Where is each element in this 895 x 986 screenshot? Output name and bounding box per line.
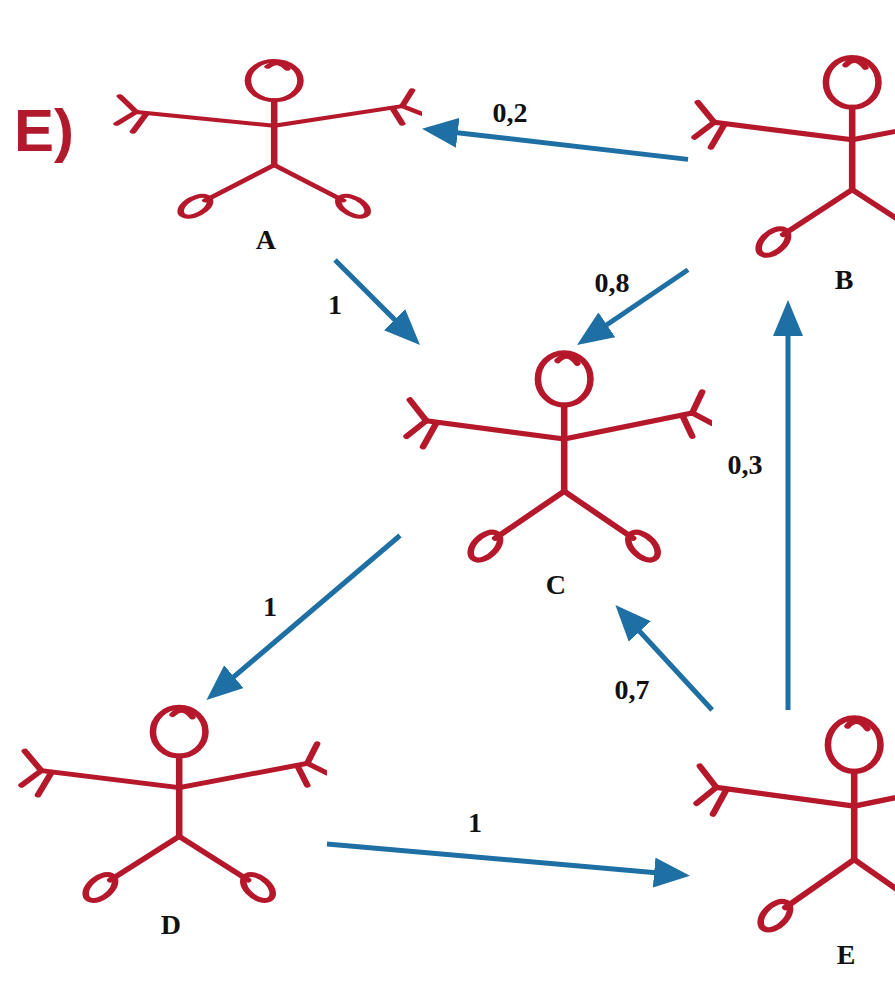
edge-weight: 0,2	[491, 98, 530, 128]
edge-weight: 0,3	[726, 450, 765, 480]
stick-figure	[400, 345, 712, 567]
person-node: A	[110, 55, 422, 260]
node-label: D	[15, 907, 327, 945]
node-label: B	[688, 262, 895, 300]
arrow-connector	[222, 536, 400, 688]
person-node: B	[688, 50, 895, 300]
edge-weight: 0,8	[593, 268, 632, 298]
edge-weight: 0,7	[613, 675, 652, 705]
person-node: C	[400, 345, 712, 605]
stick-figure	[15, 700, 327, 907]
arrow-connector	[327, 844, 670, 874]
node-label: A	[110, 222, 422, 260]
arrow-connector	[442, 131, 688, 159]
stick-figure	[690, 710, 895, 937]
node-label: C	[400, 567, 712, 605]
person-node: D	[15, 700, 327, 945]
title-fragment: E)	[14, 96, 74, 166]
arrow-connector	[335, 260, 406, 331]
stick-figure	[110, 55, 422, 222]
stick-figure	[688, 50, 895, 262]
edge-weight: 1	[326, 290, 344, 320]
edge-weight: 1	[466, 808, 484, 838]
person-node: E	[690, 710, 895, 975]
edge-weight: 1	[261, 592, 279, 622]
arrow-connector	[786, 320, 791, 710]
node-label: E	[690, 937, 895, 975]
